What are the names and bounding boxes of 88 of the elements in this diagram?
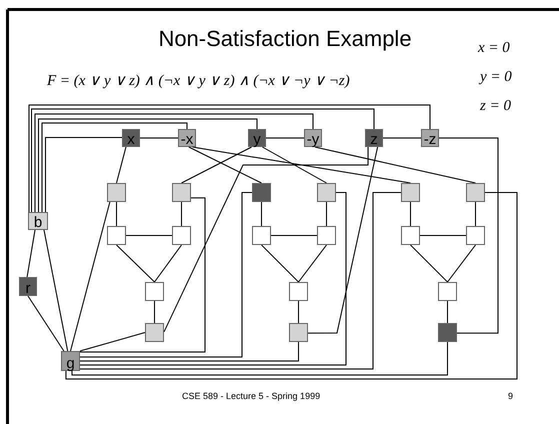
- connector-line: [262, 146, 327, 184]
- vertex-box: [438, 282, 457, 301]
- vertex-box: [365, 129, 383, 147]
- connector-line: [28, 104, 430, 212]
- connector-line: [438, 138, 498, 334]
- connector-line: [164, 146, 369, 332]
- vertex-label: -z: [424, 132, 436, 147]
- connector-line: [154, 300, 155, 324]
- connector-line: [261, 202, 262, 226]
- vertex-box: [107, 226, 126, 245]
- vertex-box: [317, 226, 336, 245]
- footer-text: CSE 589 - Lecture 5 - Spring 1999: [182, 391, 320, 401]
- vertex-label: -x: [180, 132, 194, 147]
- vertex-box: [145, 282, 164, 301]
- vertex-box: [438, 323, 457, 342]
- vertex-box: [401, 226, 420, 245]
- vertex-box: [19, 277, 37, 296]
- connector-line: [42, 122, 188, 212]
- connector-line: [447, 244, 476, 282]
- vertex-box: [252, 226, 271, 245]
- vertex-label: z: [370, 132, 378, 147]
- connector-line: [28, 296, 64, 352]
- assignment-text: y = 0: [480, 69, 512, 86]
- vertex-label: g: [66, 356, 75, 371]
- assignment-text: x = 0: [478, 40, 510, 57]
- vertex-box: [317, 183, 336, 202]
- vertex-box: [421, 129, 439, 147]
- connector-line: [270, 235, 318, 236]
- connector-line: [80, 192, 252, 358]
- vertex-box: [145, 323, 164, 342]
- vertex-label: r: [26, 281, 30, 296]
- vertex-box: [401, 183, 420, 202]
- connector-line: [45, 136, 122, 212]
- vertex-box: [466, 183, 485, 202]
- connector-line: [308, 146, 378, 334]
- connector-line: [188, 146, 262, 184]
- vertex-box: [122, 129, 140, 147]
- vertex-box: [304, 129, 322, 147]
- connector-line: [70, 202, 110, 352]
- connector-line: [26, 230, 36, 278]
- connector-line: [38, 118, 258, 212]
- connector-line: [80, 192, 346, 366]
- vertex-label: y: [253, 132, 261, 147]
- connector-line: [181, 146, 252, 184]
- connector-line: [314, 146, 476, 184]
- connector-line: [80, 192, 402, 370]
- vertex-box: [172, 183, 191, 202]
- vertex-label: -y: [306, 132, 320, 147]
- connector-line: [154, 244, 182, 282]
- connector-line: [80, 332, 146, 352]
- vertex-box: [289, 323, 308, 342]
- connector-line: [475, 202, 476, 226]
- assignment-text: z = 0: [480, 98, 511, 115]
- connector-line: [326, 202, 327, 226]
- slide-title: Non-Satisfaction Example: [157, 26, 413, 52]
- connector-line: [181, 202, 182, 226]
- connector-line: [116, 146, 126, 184]
- vertex-box: [178, 129, 196, 147]
- connector-line: [116, 202, 117, 226]
- connector-line: [31, 108, 374, 212]
- connector-line: [420, 235, 466, 236]
- connector-line: [410, 202, 411, 226]
- connector-line: [298, 300, 299, 324]
- connector-line: [410, 244, 448, 282]
- connector-line: [44, 230, 68, 352]
- vertex-box: [289, 282, 308, 301]
- vertex-box: [61, 351, 80, 371]
- footer-text: 9: [508, 391, 514, 401]
- vertex-box: [466, 226, 485, 245]
- connector-line: [116, 244, 155, 282]
- connector-line: [80, 342, 299, 362]
- connector-line: [126, 235, 172, 236]
- vertex-box: [28, 212, 48, 230]
- formula-text: F = (x ∨ y ∨ z) ∧ (¬x ∨ y ∨ z) ∧ (¬x ∨ ¬y ∨ ¬z): [47, 72, 350, 90]
- connector-line: [261, 244, 299, 282]
- connector-line: [298, 244, 327, 282]
- connector-line: [80, 197, 206, 352]
- vertex-box: [172, 226, 191, 245]
- vertex-label: b: [34, 215, 42, 230]
- vertex-box: [107, 183, 126, 202]
- vertex-box: [248, 129, 266, 147]
- vertex-box: [252, 183, 271, 202]
- vertex-label: x: [127, 132, 135, 147]
- connector-line: [65, 192, 518, 380]
- connector-line: [447, 300, 448, 324]
- connector-line: [34, 114, 314, 212]
- connector-line: [192, 146, 411, 184]
- connector-line: [72, 342, 448, 376]
